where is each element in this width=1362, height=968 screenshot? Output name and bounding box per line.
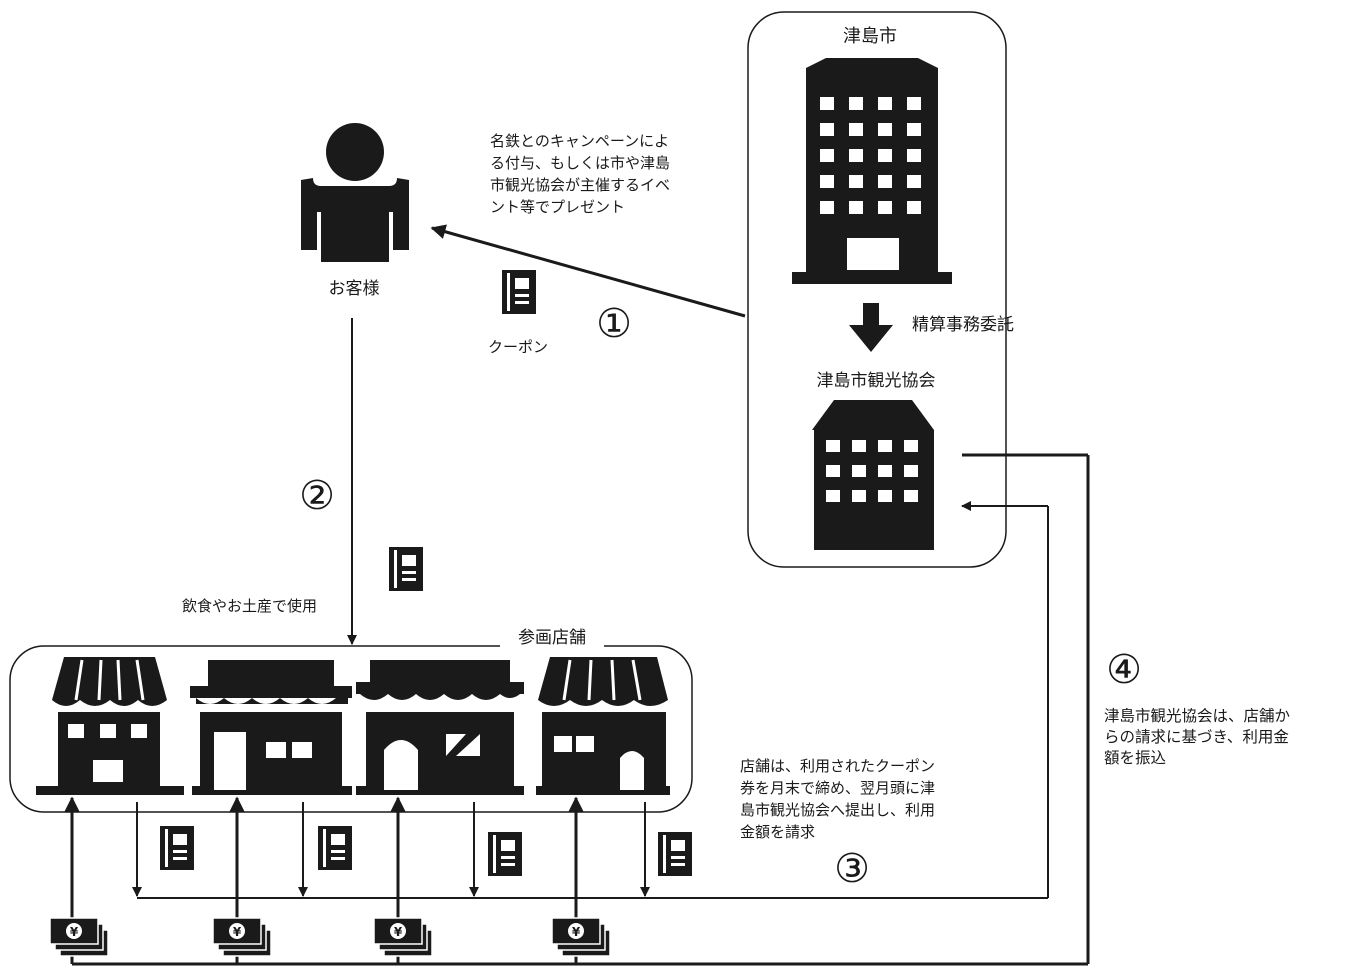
coupon-icon xyxy=(160,826,194,870)
step3-number: ③ xyxy=(834,846,870,892)
step1-number: ① xyxy=(596,301,632,347)
step3-coupon-submission-lines xyxy=(132,501,1049,899)
delegation-down-arrow xyxy=(849,303,893,352)
step4-description: 津島市観光協会は、店舗か らの請求に基づき、利用金 額を振込 xyxy=(1104,707,1295,767)
coupon-icon xyxy=(488,832,522,876)
store-icon xyxy=(190,660,352,795)
association-name: 津島市観光協会 xyxy=(817,371,936,391)
step2-description: 飲食やお土産で使用 xyxy=(182,597,317,615)
store-icon xyxy=(356,660,524,795)
step1-description: 名鉄とのキャンペーンによ る付与、もしくは市や津島 市観光協会が主催するイベ ン… xyxy=(490,132,675,216)
coupon-icon xyxy=(658,832,692,876)
coupon-icon xyxy=(502,270,536,314)
customer-label: お客様 xyxy=(329,279,380,299)
city-group-box xyxy=(747,11,1007,568)
city-name: 津島市 xyxy=(843,26,897,47)
stores-label: 参画店舗 xyxy=(518,628,586,648)
yen-money-icon xyxy=(551,917,611,957)
step4-number: ④ xyxy=(1106,647,1142,693)
step4-payment-lines xyxy=(64,453,1090,966)
city-hall-building-icon xyxy=(792,58,952,284)
step3-description: 店舗は、利用されたクーポン 券を月末で締め、翌月頭に津 島市観光協会へ提出し、利… xyxy=(740,757,940,841)
coupon-icon xyxy=(318,826,352,870)
customer-person-icon xyxy=(301,123,409,262)
store-icon xyxy=(36,657,184,795)
store-icon xyxy=(536,657,670,795)
coupon-label: クーポン xyxy=(488,338,548,356)
yen-money-icon xyxy=(212,917,272,957)
coupon-icon xyxy=(389,547,423,591)
yen-money-icon xyxy=(373,917,433,957)
step2-number: ② xyxy=(299,473,335,519)
tourism-association-building-icon xyxy=(812,400,934,550)
step1-arrow xyxy=(430,224,746,318)
yen-money-icon xyxy=(49,917,109,957)
delegation-label: 精算事務委託 xyxy=(912,315,1014,335)
stores-group-box xyxy=(9,645,693,813)
